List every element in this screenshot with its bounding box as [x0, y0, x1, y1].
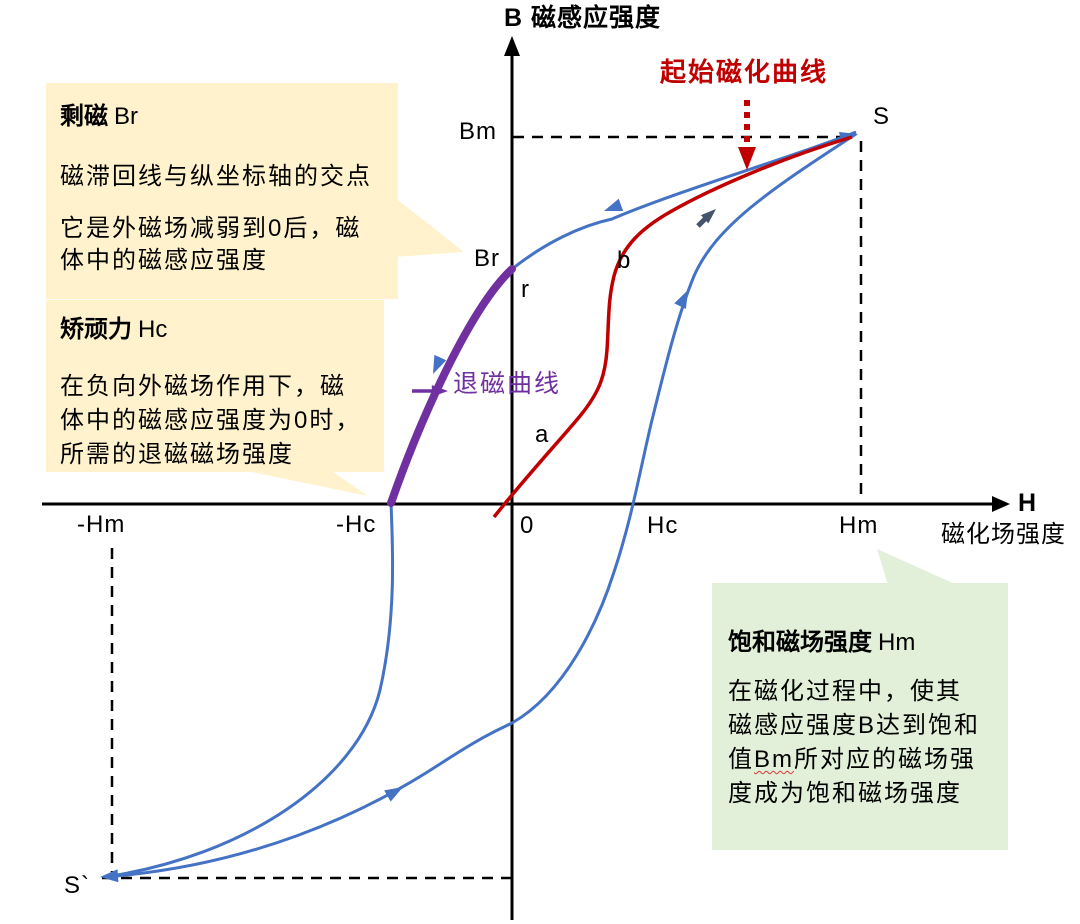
initial-curve-arrowhead — [738, 147, 756, 170]
remanence-title-term: 剩磁 — [60, 103, 108, 130]
x-axis-subtitle: 磁化场强度 — [941, 521, 1066, 548]
hc-label: Hc — [647, 512, 679, 539]
origin-label: 0 — [520, 512, 535, 539]
a-point-label: a — [535, 421, 550, 448]
remanence-callout-tail — [394, 197, 464, 257]
saturation-callout-tail — [877, 549, 957, 585]
x-axis-arrowhead — [992, 496, 1010, 512]
y-axis-arrowhead — [504, 36, 520, 56]
saturation-body-bm-marked: Bm — [754, 746, 794, 773]
initial-magnetization-curve — [492, 135, 853, 519]
remanence-body-1: 磁滞回线与纵坐标轴的交点 — [60, 163, 372, 190]
ascending-upper-direction-arrow — [674, 287, 694, 310]
s-prime-point-arrow — [99, 869, 119, 884]
r-point-label: r — [521, 276, 530, 303]
b-point-label: b — [617, 247, 632, 274]
s-point-label: S — [873, 103, 891, 130]
saturation-title-term: 饱和磁场强度 — [728, 629, 872, 656]
br-label: Br — [474, 245, 500, 272]
saturation-body: 在磁化过程中，使其磁感应强度B达到饱和值Bm所对应的磁场强度成为饱和磁场强度 — [728, 675, 984, 811]
hm-label: Hm — [839, 512, 879, 539]
remanence-body-2: 它是外磁场减弱到0后，磁体中的磁感应强度 — [60, 215, 362, 274]
saturation-title-symbol: Hm — [878, 629, 916, 656]
demagnetization-curve — [387, 265, 516, 507]
initial-curve-annotation: 起始磁化曲线 — [660, 57, 829, 87]
coercivity-title-term: 矫顽力 — [60, 316, 132, 343]
demag-curve-annotation: 退磁曲线 — [453, 370, 562, 398]
ascending-lower-direction-arrow — [384, 781, 407, 802]
saturation-body-after: 所对应的磁场强度成为饱和磁场强度 — [728, 746, 976, 807]
ascending-branch-curve — [104, 132, 857, 879]
coercivity-callout-tail — [242, 470, 368, 496]
neg-hm-label: -Hm — [77, 511, 126, 538]
x-axis-title: H — [1018, 489, 1038, 517]
coercivity-body: 在负向外磁场作用下，磁体中的磁感应强度为0时，所需的退磁磁场强度 — [60, 373, 362, 468]
s-prime-point-label: S` — [64, 872, 90, 899]
remanence-title-symbol: Br — [114, 103, 138, 130]
coercivity-title-symbol: Hc — [138, 316, 168, 343]
neg-hc-label: -Hc — [336, 511, 377, 538]
bm-label: Bm — [459, 118, 497, 145]
y-axis-title: B 磁感应强度 — [504, 4, 662, 32]
saturation-body-before: 在磁化过程中，使其磁感应强度B达到饱和值 — [728, 678, 981, 773]
